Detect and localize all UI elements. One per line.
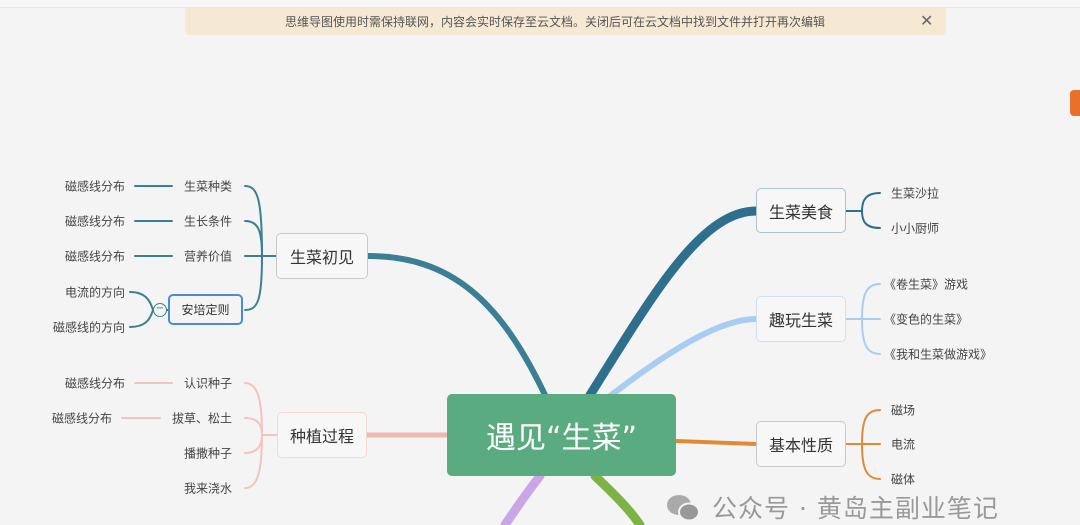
- wechat-icon: [667, 495, 700, 522]
- topic-node[interactable]: 《变色的生菜》: [884, 312, 969, 327]
- banner-text: 思维导图使用时需保持联网，内容会实时保存至云文档。关闭后可在云文档中找到文件并打…: [284, 15, 825, 29]
- topic-node[interactable]: 《我和生菜做游戏》: [884, 347, 993, 362]
- leaf-node[interactable]: 磁感线分布: [51, 411, 112, 426]
- collapse-toggle[interactable]: −: [153, 303, 167, 317]
- topic-label: 安培定则: [181, 303, 230, 317]
- topic-node[interactable]: 生菜沙拉: [891, 186, 940, 201]
- branch-node[interactable]: 趣玩生菜: [756, 296, 846, 342]
- leaf-node[interactable]: 磁感线分布: [64, 179, 125, 194]
- branch-node[interactable]: 生菜初见: [276, 233, 368, 279]
- topic-node[interactable]: 拔草、松土: [171, 411, 232, 426]
- topic-node[interactable]: 小小厨师: [891, 221, 940, 236]
- branch-node[interactable]: 基本性质: [756, 421, 846, 467]
- leaf-node[interactable]: 磁感线分布: [64, 214, 125, 229]
- leaf-node[interactable]: 电流的方向: [64, 285, 125, 300]
- topic-node[interactable]: 认识种子: [183, 376, 232, 391]
- topic-node[interactable]: 我来浇水: [183, 481, 232, 496]
- topic-node[interactable]: 磁体: [891, 472, 916, 487]
- top-toolbar: [0, 0, 1080, 8]
- leaf-node[interactable]: 磁感线分布: [64, 376, 125, 391]
- watermark: 公众号 · 黄岛主副业笔记: [712, 494, 999, 523]
- topic-node[interactable]: 营养价值: [183, 249, 232, 264]
- selected-topic-node[interactable]: 安培定则: [168, 294, 243, 325]
- topic-node[interactable]: 电流: [891, 437, 916, 452]
- branch-node[interactable]: 种植过程: [277, 412, 367, 458]
- topic-node[interactable]: 《卷生菜》游戏: [884, 277, 969, 292]
- notice-banner: 思维导图使用时需保持联网，内容会实时保存至云文档。关闭后可在云文档中找到文件并打…: [185, 8, 946, 35]
- topic-node[interactable]: 播撒种子: [183, 446, 232, 461]
- topic-node[interactable]: 磁场: [891, 403, 916, 418]
- root-node[interactable]: 遇见“生菜”: [447, 394, 676, 476]
- branch-node[interactable]: 生菜美食: [756, 188, 846, 233]
- leaf-node[interactable]: 磁感线分布: [64, 249, 125, 264]
- leaf-node[interactable]: 磁感线的方向: [52, 320, 125, 335]
- topic-node[interactable]: 生菜种类: [183, 179, 232, 194]
- close-icon[interactable]: ✕: [920, 11, 934, 30]
- side-panel-icon[interactable]: [1070, 90, 1080, 116]
- topic-node[interactable]: 生长条件: [183, 214, 232, 229]
